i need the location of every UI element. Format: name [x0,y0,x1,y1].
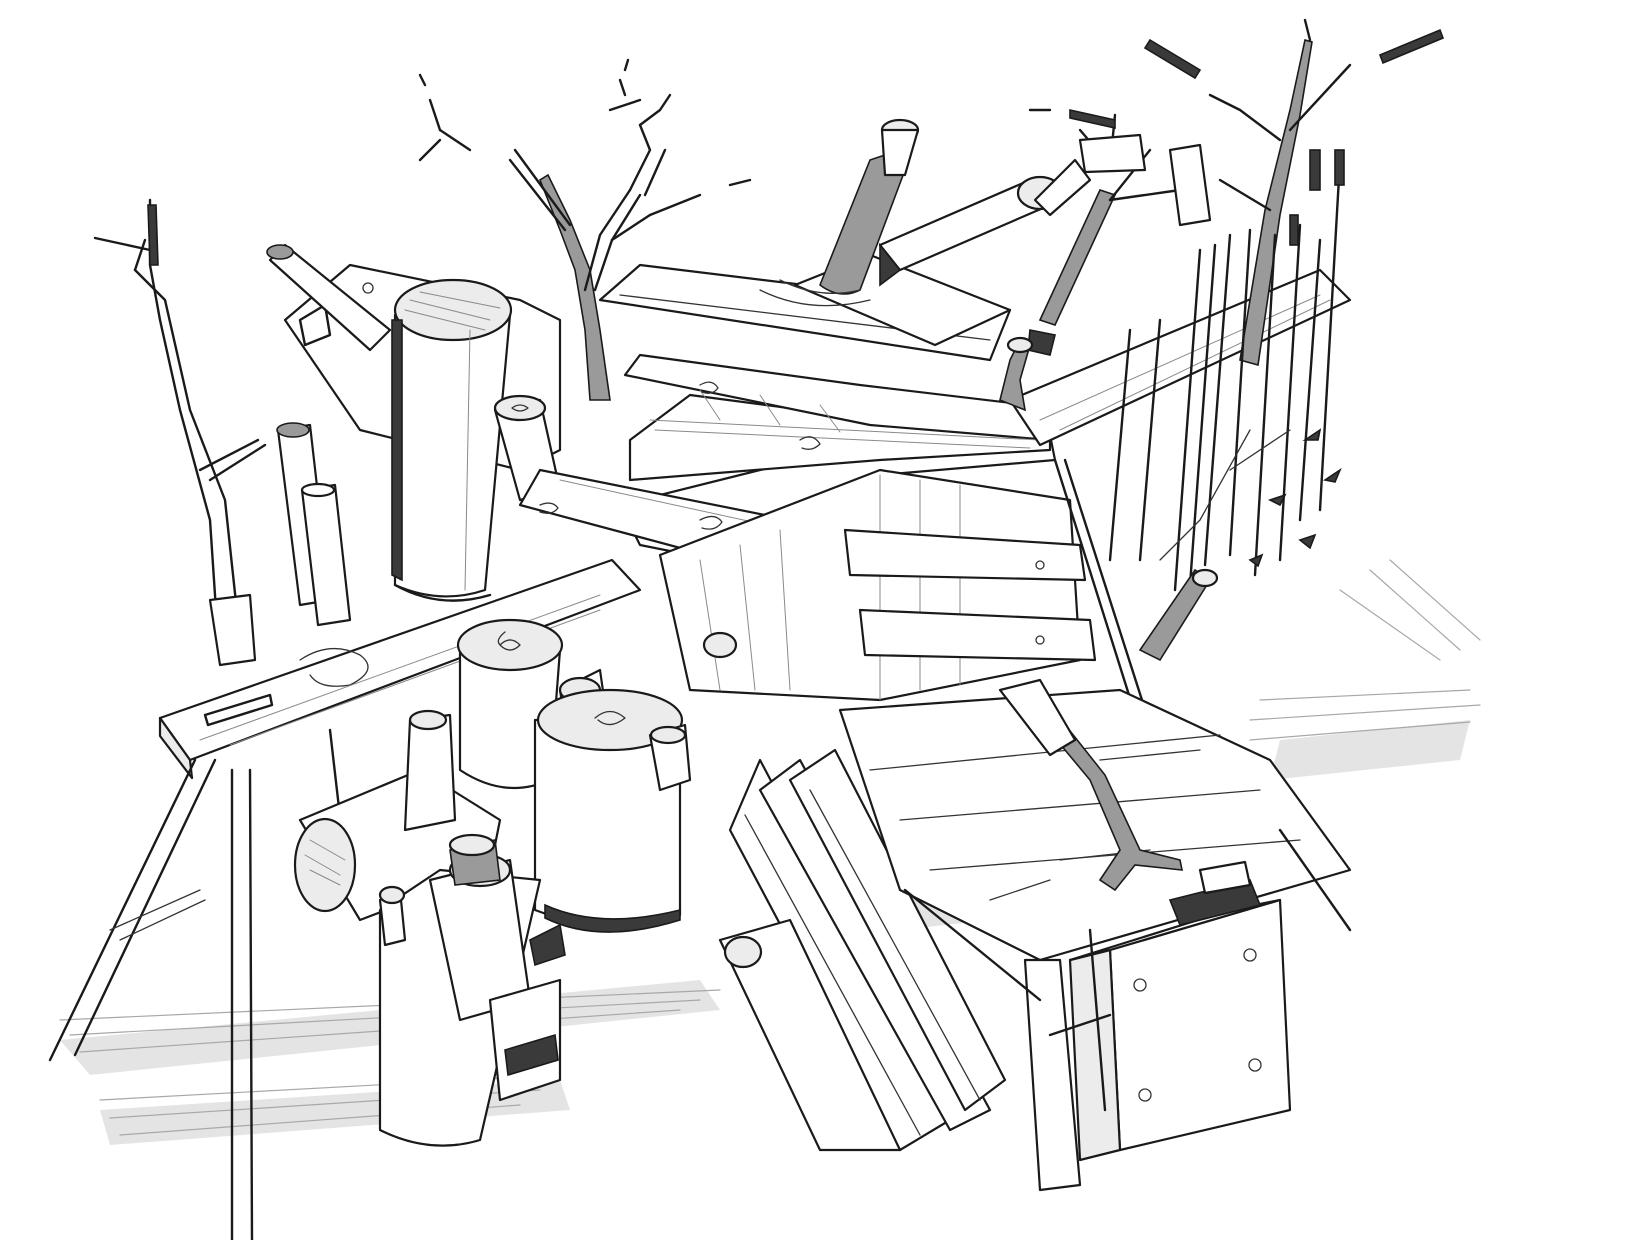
bench-pegs [276,422,352,627]
lower-log-cluster [378,833,566,1147]
main-table [518,263,1152,732]
tall-branch-left [93,198,267,667]
forked-tree-center [418,58,752,401]
forked-branch-right [1027,108,1212,356]
right-plank-sticks [999,18,1445,662]
folded-wood-panels [718,748,1007,1152]
plank-with-stump [759,118,1012,347]
wooden-box [1048,828,1352,1162]
